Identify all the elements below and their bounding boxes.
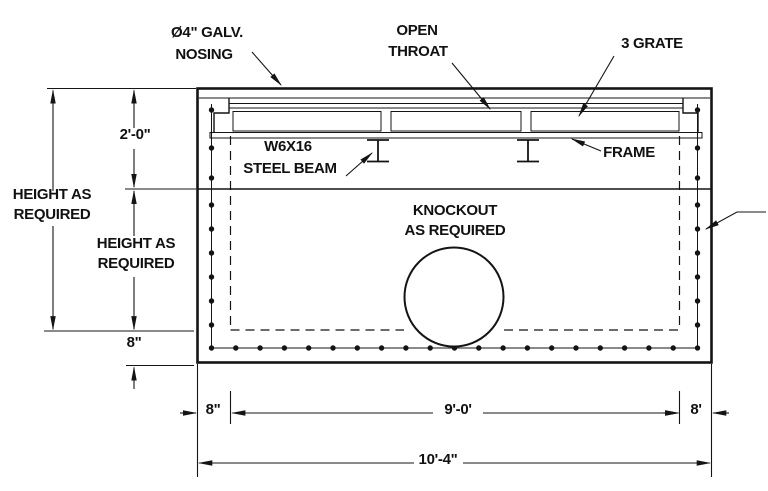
overall-width-dim-text: 10'-4": [419, 451, 458, 468]
rebar-dot: [646, 345, 652, 351]
rebar-dot: [694, 322, 701, 328]
right-wall-dim-text: 8': [690, 401, 701, 418]
rebar-dot: [427, 345, 433, 351]
basin-body: [196, 87, 713, 364]
nosing-leader: [251, 51, 282, 86]
rebar-dot: [694, 202, 701, 208]
open-throat-label-line1: OPEN: [396, 22, 437, 39]
rebar-dot: [281, 345, 288, 351]
nosing-label-line1: Ø4" GALV.: [171, 24, 243, 41]
rebar-dot: [694, 345, 701, 351]
rebar-dot: [208, 175, 215, 181]
overall-height-dim-text-line2: REQUIRED: [14, 206, 91, 223]
rebar-dot: [694, 175, 701, 181]
frame-profile-right: [682, 98, 699, 133]
rebar-dot: [208, 322, 215, 328]
rebar-dot: [500, 345, 506, 351]
rebar-dot: [306, 345, 312, 351]
rebar-dot: [330, 345, 336, 351]
frame-profile-left: [213, 98, 230, 133]
knockout-circle: [403, 246, 505, 348]
steel-beam-leader: [345, 152, 373, 177]
knockout-label-line1: KNOCKOUT: [413, 202, 497, 219]
dimension-lines: [50, 89, 729, 466]
rebar-dot: [208, 298, 215, 304]
rebar-dot: [354, 345, 360, 351]
chamber-height-dim-text-line1: HEIGHT AS: [97, 235, 176, 252]
rebar-dots: [208, 107, 701, 351]
grate-assembly: [209, 98, 703, 163]
open-throat-leader: [451, 62, 491, 110]
open-throat-label-line2: THROAT: [388, 43, 448, 60]
grate-leader: [578, 55, 615, 118]
rebar-dot: [208, 145, 215, 151]
rebar-dot: [694, 298, 701, 304]
right-wall-leader: [704, 211, 766, 230]
rebar-dot: [694, 250, 701, 256]
rebar-dot: [208, 274, 215, 280]
extension-lines: [44, 87, 713, 477]
frame-seat-plate: [209, 132, 703, 139]
i-beam-left: [367, 139, 389, 163]
rebar-dot: [208, 107, 215, 113]
steel-beam-label-line2: STEEL BEAM: [243, 160, 336, 177]
rebar-dot: [257, 345, 263, 351]
rebar-dot: [621, 345, 628, 351]
steel-beam-label-line1: W6X16: [264, 138, 312, 155]
rebar-dot: [378, 345, 385, 351]
rebar-dot: [403, 345, 409, 351]
frame-leader: [570, 138, 602, 152]
rebar-dot: [208, 250, 215, 256]
i-beam-right: [517, 139, 539, 163]
rebar-dot: [208, 345, 215, 351]
rebar-dot: [524, 345, 531, 351]
rebar-dot: [694, 107, 701, 113]
rebar-dot: [476, 345, 482, 351]
grate-section-2: [390, 111, 522, 132]
rebar-dot: [573, 345, 579, 351]
throat-height-dim-text: 2'-0": [120, 126, 151, 143]
nosing-label-line2: NOSING: [175, 46, 232, 63]
chamber-height-dim-text-line2: REQUIRED: [98, 255, 175, 272]
inner-span-dim-text: 9'-0': [444, 401, 471, 418]
leader-lines: [251, 51, 766, 230]
rebar-dot: [597, 345, 603, 351]
frame-label: FRAME: [603, 144, 655, 161]
rebar-dot: [549, 345, 555, 351]
steel-beams: [367, 139, 539, 163]
inner-face-dashed: [229, 136, 681, 331]
grate-label: 3 GRATE: [621, 35, 683, 52]
rebar-dot: [694, 145, 701, 151]
left-wall-dim-text: 8": [206, 401, 221, 418]
annotation-text: Ø4" GALV. NOSING OPEN THROAT 3 GRATE W6X…: [13, 22, 702, 468]
slab-thickness-dim-text: 8": [127, 334, 142, 351]
rebar-dot: [694, 226, 701, 232]
rebar-dot: [694, 274, 701, 280]
knockout-label-line2: AS REQUIRED: [405, 222, 506, 239]
overall-height-dim-text-line1: HEIGHT AS: [13, 186, 92, 203]
rebar-dot: [670, 345, 676, 351]
rebar-dot: [208, 226, 215, 232]
rebar-dot: [208, 202, 215, 208]
grate-section-3: [530, 111, 680, 132]
rebar-dot: [233, 345, 239, 351]
grate-section-1: [232, 111, 382, 132]
